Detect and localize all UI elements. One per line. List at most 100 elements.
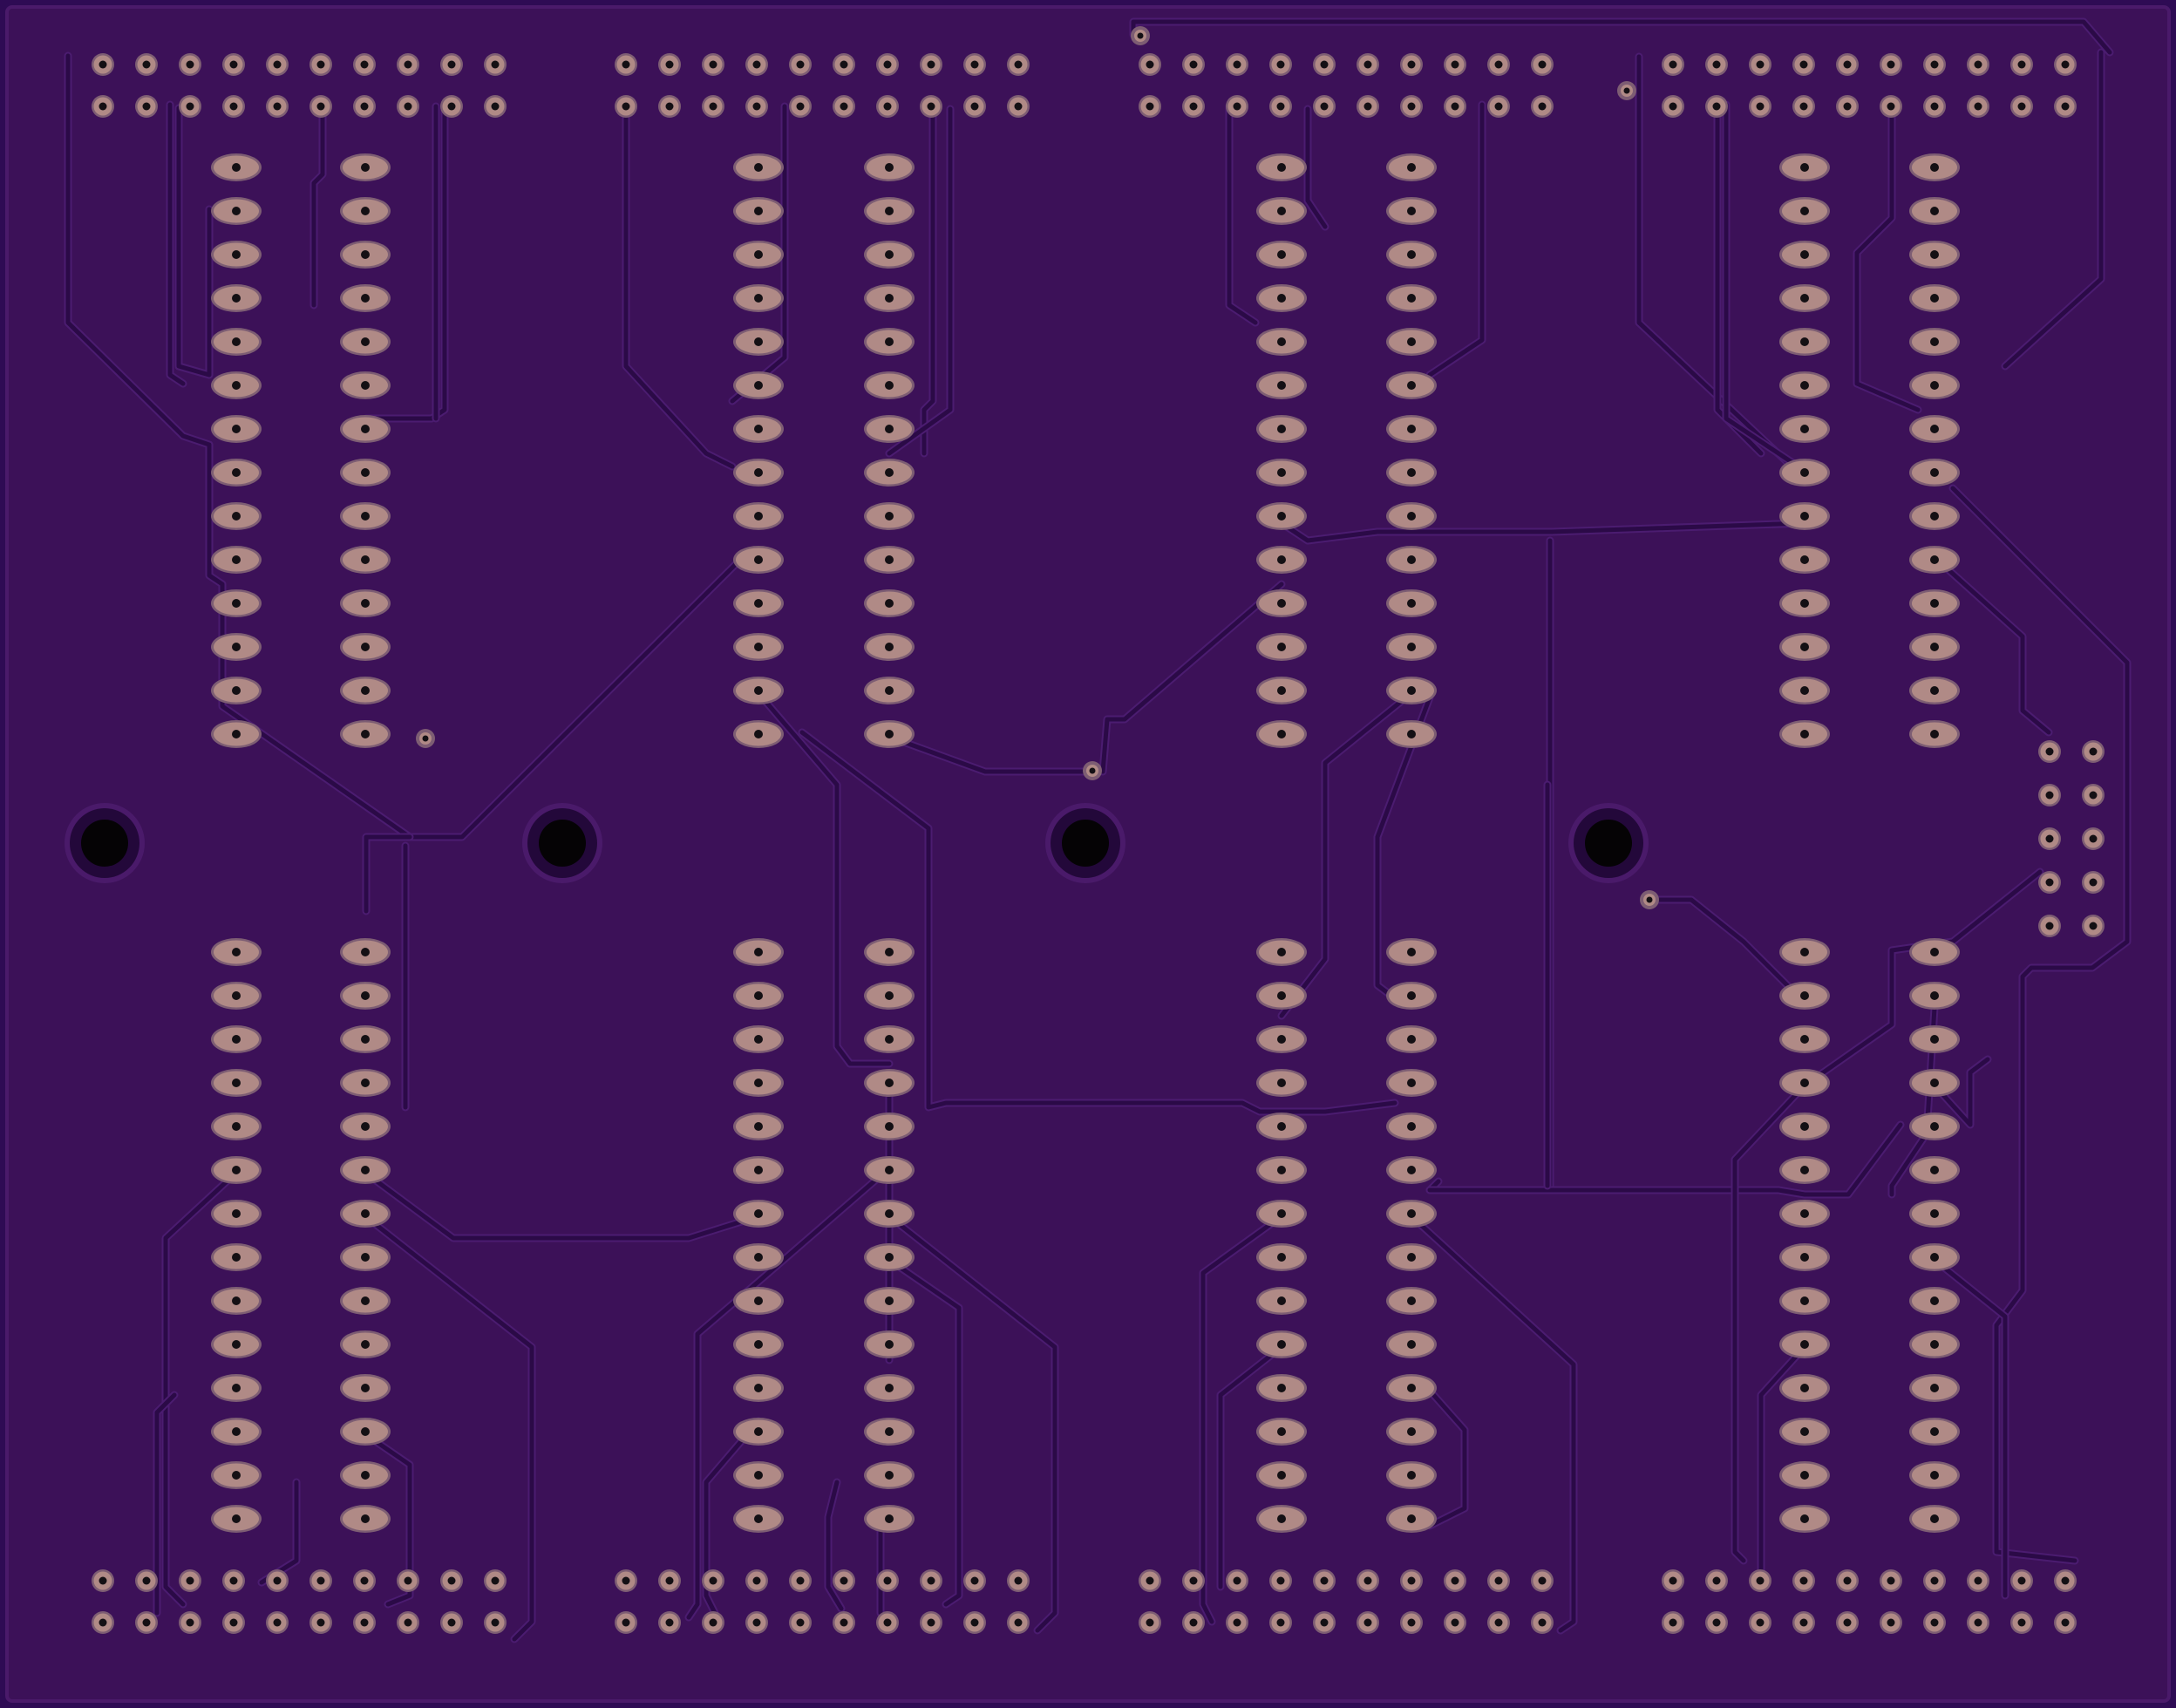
trace [704,1419,761,1616]
header-pin-drill [316,1618,325,1627]
socket-pad-drill [885,1166,894,1174]
header-pin-drill [1189,1576,1198,1585]
header-pin-drill [1843,1618,1852,1627]
header-pin-drill [1014,1576,1023,1585]
header-pin-drill [447,1618,456,1627]
header-pin-drill [186,1576,194,1585]
header-pin-drill [1146,1618,1154,1627]
socket-pad-drill [754,207,763,215]
socket-pad-drill [1800,1296,1809,1305]
socket-pad-drill [885,1514,894,1523]
header-pin-drill [1363,1618,1372,1627]
socket-pad-drill [361,337,370,346]
socket-pad-drill [1930,1514,1939,1523]
socket-pad-drill [1800,1122,1809,1131]
header-pin-drill [229,60,238,69]
mounting-hole-1 [81,820,128,867]
socket-pad-drill [885,1340,894,1349]
socket-pad-drill [361,1471,370,1480]
socket-pad-drill [232,1471,241,1480]
header-pin-drill [273,102,282,111]
socket-pad-drill [1930,1471,1939,1480]
trace [1427,102,1485,378]
header-pin-drill [1887,60,1895,69]
header-pin-drill [709,1618,717,1627]
header-pin-drill [1189,102,1198,111]
socket-pad-drill [754,163,763,172]
socket-pad-drill [1407,599,1416,608]
socket-pad-drill [1277,599,1286,608]
header-pin-drill [927,102,935,111]
socket-pad-drill [361,599,370,608]
socket-pad-drill [1800,991,1809,1000]
trace [887,1214,1057,1633]
socket-pad-drill [232,1340,241,1349]
header-pin-drill [1407,1576,1416,1585]
socket-pad-drill [885,686,894,695]
socket-pad-drill [885,599,894,608]
socket-pad-drill [1277,1166,1286,1174]
mounting-hole-4 [1585,820,1632,867]
trace [756,691,892,1066]
socket-pad-drill [361,730,370,738]
socket-pad-drill [1800,686,1809,695]
header-pin-drill [1974,1618,1982,1627]
trace [1279,691,1414,1018]
header-bottom-4 [1662,1569,2077,1634]
mounting-hole-2 [539,820,586,867]
socket-pad-drill [1930,207,1939,215]
socket-pad-drill [1407,207,1416,215]
header-pin-drill [1974,60,1982,69]
socket-pad-drill [1277,512,1286,521]
socket-pad-drill [1407,1253,1416,1262]
trace [1375,695,1432,1001]
header-pin-drill [796,1618,805,1627]
socket-pad-drill [754,599,763,608]
header-pin-drill [99,60,107,69]
header-pin-drill [1276,1576,1285,1585]
socket-pad-drill [885,294,894,303]
header-pin-drill [796,1576,805,1585]
socket-pad-drill [885,1209,894,1218]
header-pin-drill [840,60,848,69]
header-pin-drill [2045,878,2054,887]
socket-pad-drill [361,555,370,564]
header-pin-drill [665,1618,674,1627]
socket-pad-drill [754,555,763,564]
socket-pad-drill [232,425,241,433]
socket-pad-drill [1277,686,1286,695]
socket-pad-drill [1407,1427,1416,1436]
header-pin-drill [1276,102,1285,111]
socket-pad-drill [1930,1122,1939,1131]
header-pin-drill [316,102,325,111]
trace [1200,1214,1284,1624]
header-pin-drill [186,60,194,69]
via-drill [422,735,429,742]
header-pin-drill [883,102,892,111]
header-pin-drill [1014,1618,1023,1627]
via-drill [1089,767,1096,774]
socket-pad-drill [232,163,241,172]
header-pin-drill [1712,102,1721,111]
header-pin-drill [1363,102,1372,111]
header-pin-drill [2089,878,2098,887]
socket-pad-drill [754,381,763,390]
socket-pad-drill [1277,381,1286,390]
socket-pad-drill [361,294,370,303]
header-pin-drill [142,1618,151,1627]
socket-pad-drill [754,948,763,956]
ic-socket-2-lower [733,938,915,1533]
socket-pad-drill [232,1079,241,1087]
trace [1933,555,2051,735]
socket-pad-drill [1277,1035,1286,1044]
socket-pad-drill [232,1384,241,1392]
socket-pad-drill [361,643,370,651]
socket-pad-drill [1800,643,1809,651]
trace [311,104,325,308]
socket-pad-drill [885,1296,894,1305]
header-pin-drill [1451,1618,1459,1627]
socket-pad-drill [1277,250,1286,259]
header-pin-drill [491,1576,500,1585]
trace [1950,486,2130,1563]
header-pin-drill [1233,60,1241,69]
